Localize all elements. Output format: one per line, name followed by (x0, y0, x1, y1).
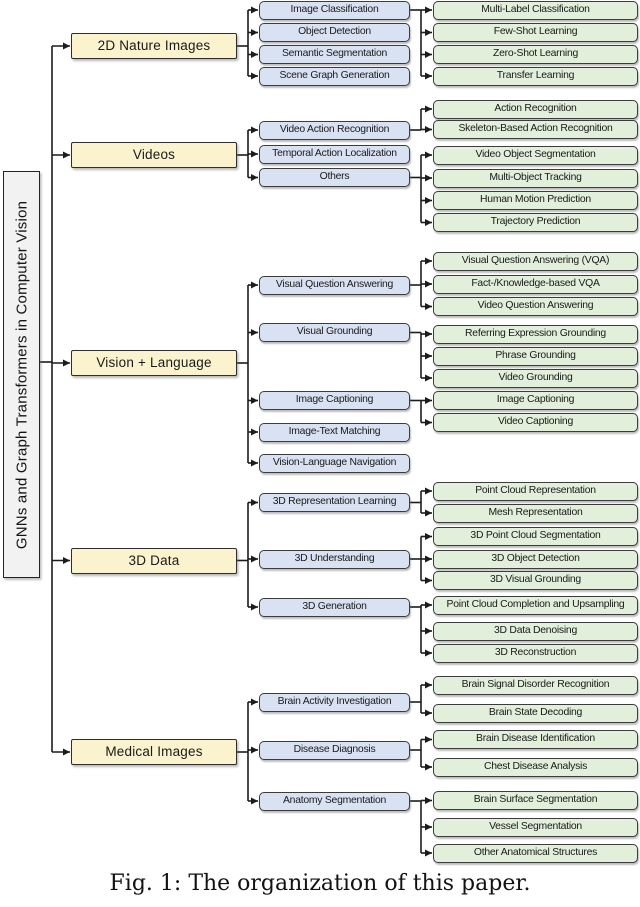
leaf-node: Vessel Segmentation (433, 817, 638, 837)
leaf-node: 3D Data Denoising (433, 621, 638, 641)
leaf-node: Brain Surface Segmentation (433, 791, 638, 810)
leaf-node: 3D Visual Grounding (433, 571, 638, 590)
leaf-node: Human Motion Prediction (433, 191, 638, 210)
subcategory-node: Others (259, 168, 410, 187)
leaf-node: Trajectory Prediction (433, 213, 638, 232)
subcategory-node: Image-Text Matching (259, 422, 410, 442)
subcategory-node: Visual Grounding (259, 323, 410, 342)
leaf-node: Brain State Decoding (433, 703, 638, 723)
leaf-node: Brain Signal Disorder Recognition (433, 675, 638, 695)
leaf-node: Multi-Object Tracking (433, 168, 638, 188)
subcategory-node: 3D Generation (259, 597, 410, 617)
subcategory-node: Image Classification (259, 0, 410, 20)
category-node: Videos (71, 142, 237, 168)
leaf-node: Video Object Segmentation (433, 145, 638, 165)
subcategory-node: Temporal Action Localization (259, 144, 410, 164)
root-node: GNNs and Graph Transformers in Computer … (3, 171, 40, 578)
leaf-node: Phrase Grounding (433, 346, 638, 366)
leaf-node: Transfer Learning (433, 66, 638, 86)
subcategory-node: Object Detection (259, 23, 410, 42)
leaf-node: Fact-/Knowledge-based VQA (433, 274, 638, 294)
leaf-node: Multi-Label Classification (433, 0, 638, 20)
leaf-node: Chest Disease Analysis (433, 757, 638, 777)
leaf-node: Video Grounding (433, 368, 638, 388)
leaf-node: 3D Object Detection (433, 549, 638, 569)
leaf-node: Video Question Answering (433, 297, 638, 316)
leaf-node: Brain Disease Identification (433, 730, 638, 749)
subcategory-node: Semantic Segmentation (259, 45, 410, 64)
root-node-label: GNNs and Graph Transformers in Computer … (13, 200, 30, 549)
leaf-node: Visual Question Answering (VQA) (433, 251, 638, 271)
subcategory-node: Image Captioning (259, 391, 410, 410)
leaf-node: Mesh Representation (433, 503, 638, 523)
category-node: Vision + Language (71, 350, 237, 376)
leaf-node: Skeleton-Based Action Recognition (433, 120, 638, 139)
subcategory-node: Video Action Recognition (259, 120, 410, 140)
category-node: 3D Data (71, 547, 237, 574)
leaf-node: Video Captioning (433, 413, 638, 432)
subcategory-node: Anatomy Segmentation (259, 791, 410, 811)
leaf-node: Point Cloud Completion and Upsampling (433, 595, 638, 615)
category-node: Medical Images (71, 739, 237, 765)
subcategory-node: Disease Diagnosis (259, 740, 410, 760)
figure-caption: Fig. 1: The organization of this paper. (109, 871, 531, 896)
subcategory-node: 3D Representation Learning (259, 493, 410, 512)
subcategory-node: Vision-Language Navigation (259, 453, 410, 473)
leaf-node: Action Recognition (433, 99, 638, 119)
subcategory-node: Brain Activity Investigation (259, 692, 410, 712)
category-node: 2D Nature Images (71, 33, 237, 59)
leaf-node: Other Anatomical Structures (433, 843, 638, 863)
leaf-node: 3D Point Cloud Segmentation (433, 527, 638, 546)
subcategory-node: Visual Question Answering (259, 275, 410, 295)
leaf-node: Zero-Shot Learning (433, 45, 638, 64)
leaf-node: Referring Expression Grounding (433, 324, 638, 344)
subcategory-node: 3D Understanding (259, 549, 410, 569)
leaf-node: Point Cloud Representation (433, 481, 638, 501)
leaf-node: Few-Shot Learning (433, 23, 638, 42)
subcategory-node: Scene Graph Generation (259, 66, 410, 86)
leaf-node: 3D Reconstruction (433, 643, 638, 663)
leaf-node: Image Captioning (433, 391, 638, 410)
